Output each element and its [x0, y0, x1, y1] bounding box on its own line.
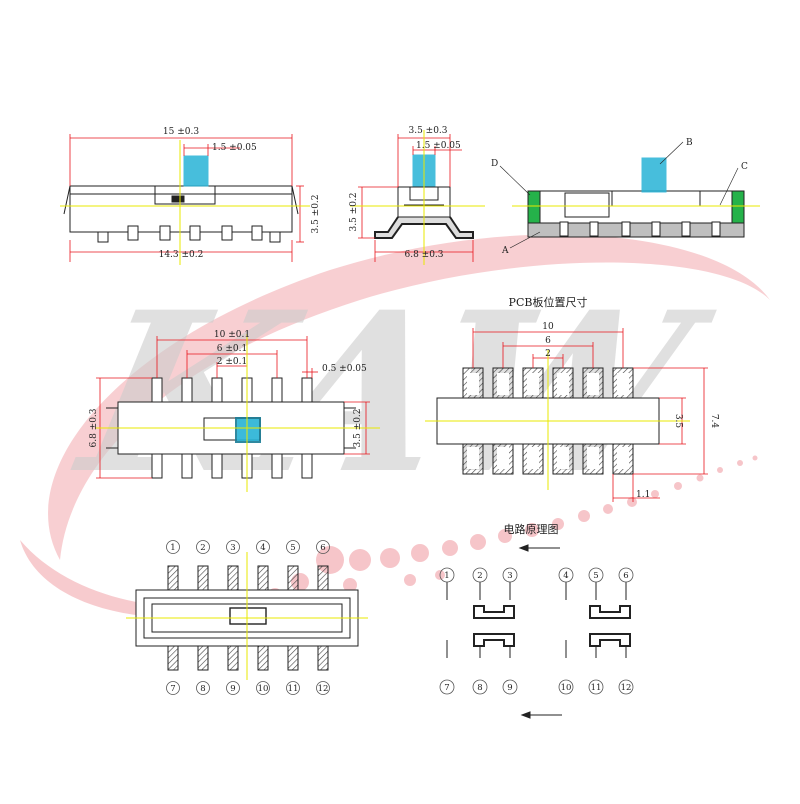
watermark-swoosh-lower	[20, 540, 300, 618]
schematic-arrow-bottom	[520, 711, 562, 719]
top-view-pitch-6: 6 ±0.1	[217, 344, 247, 354]
watermark: KAW	[20, 234, 770, 618]
schematic-contact-lower-right	[589, 633, 631, 647]
pinout-top-labels	[166, 540, 330, 554]
schematic-contacts	[473, 605, 631, 647]
pcb-dim-6: 6	[545, 336, 551, 346]
pinout-pin-3: 3	[230, 543, 235, 553]
pinout-pin-1: 1	[170, 543, 175, 553]
schematic-pin-8: 8	[477, 683, 482, 693]
section-callout-b: B	[686, 138, 693, 148]
section-callout-a: A	[501, 246, 509, 256]
schematic-pin-3: 3	[507, 571, 512, 581]
pinout-bottom-labels	[166, 681, 330, 695]
side-view-dims	[69, 134, 304, 262]
side-view-actuator	[183, 155, 209, 187]
section-view	[527, 157, 745, 238]
schematic-pin-5: 5	[593, 571, 598, 581]
section-view-leaders	[499, 141, 739, 249]
watermark-swoosh	[48, 234, 770, 560]
schematic-pin-9: 9	[507, 683, 512, 693]
pcb-layout-title: PCB板位置尺寸	[509, 295, 588, 309]
schematic-arrow-top	[518, 544, 560, 552]
pinout-pin-10: 10	[258, 684, 269, 694]
section-view-pcb-left	[527, 190, 541, 224]
schematic-contact-upper-left	[473, 605, 515, 619]
pinout-pin-6: 6	[320, 543, 325, 553]
schematic-pin-4: 4	[563, 571, 568, 581]
section-view-pcb-right	[731, 190, 745, 224]
schematic-bottom-circles	[439, 679, 634, 695]
side-view-height: 3.5 ±0.2	[311, 194, 321, 233]
schematic-top-circles	[439, 567, 634, 583]
top-view-pitch-10: 10 ±0.1	[214, 330, 250, 340]
side-view-body	[69, 185, 293, 233]
pcb-dim-7-4: 7.4	[709, 414, 719, 429]
pinout-pin-7: 7	[170, 684, 175, 694]
end-view-foot-width: 6.8 ±0.3	[404, 250, 443, 260]
end-view-dims	[358, 134, 474, 262]
pcb-dim-2: 2	[545, 349, 551, 359]
side-view-overall-width: 15 ±0.3	[163, 127, 199, 137]
pcb-dim-1-1: 1.1	[636, 490, 650, 500]
pinout-pins-bottom	[167, 645, 329, 671]
pcb-dim-3-5: 3.5	[673, 414, 683, 429]
pinout-pin-5: 5	[290, 543, 295, 553]
schematic-pin-6: 6	[623, 571, 628, 581]
pinout-actuator	[229, 607, 267, 625]
pinout-pin-9: 9	[230, 684, 235, 694]
side-view-base-width: 14.3 ±0.2	[159, 250, 204, 260]
section-callout-d: D	[491, 159, 498, 169]
pcb-dim-10: 10	[542, 322, 554, 332]
pinout-pin-4: 4	[260, 543, 265, 553]
schematic-contact-upper-right	[589, 605, 631, 619]
end-view-top-width: 3.5 ±0.3	[408, 126, 447, 136]
pinout-pin-12: 12	[318, 684, 329, 694]
section-callout-c: C	[741, 162, 748, 172]
top-view-pin-width: 0.5 ±0.05	[322, 364, 367, 374]
pinout-pin-2: 2	[200, 543, 205, 553]
section-view-actuator	[641, 157, 667, 193]
schematic-contact-lower-left	[473, 633, 515, 647]
pinout-pins-top	[167, 565, 329, 591]
end-view-height: 3.5 ±0.2	[349, 192, 359, 231]
top-view-pitch-2: 2 ±0.1	[217, 357, 247, 367]
pinout-pin-8: 8	[200, 684, 205, 694]
schematic-title: 电路原理图	[504, 523, 559, 536]
side-view-actuator-width: 1.5 ±0.05	[212, 143, 257, 153]
top-view-actuator	[235, 417, 261, 443]
top-view-body-height: 3.5 ±0.2	[353, 408, 363, 447]
schematic-pin-11: 11	[591, 683, 602, 693]
schematic-pin-10: 10	[561, 683, 572, 693]
side-view-pins	[97, 225, 281, 243]
watermark-dots	[268, 455, 758, 602]
pinout-pin-11: 11	[288, 684, 299, 694]
schematic-pin-2: 2	[477, 571, 482, 581]
side-view	[63, 155, 299, 243]
schematic-pin-1: 1	[444, 571, 449, 581]
top-view-overall-height: 6.8 ±0.3	[89, 408, 99, 447]
schematic-pin-7: 7	[444, 683, 449, 693]
end-view-actuator-width: 1.5 ±0.05	[416, 141, 461, 151]
schematic-pin-12: 12	[621, 683, 632, 693]
